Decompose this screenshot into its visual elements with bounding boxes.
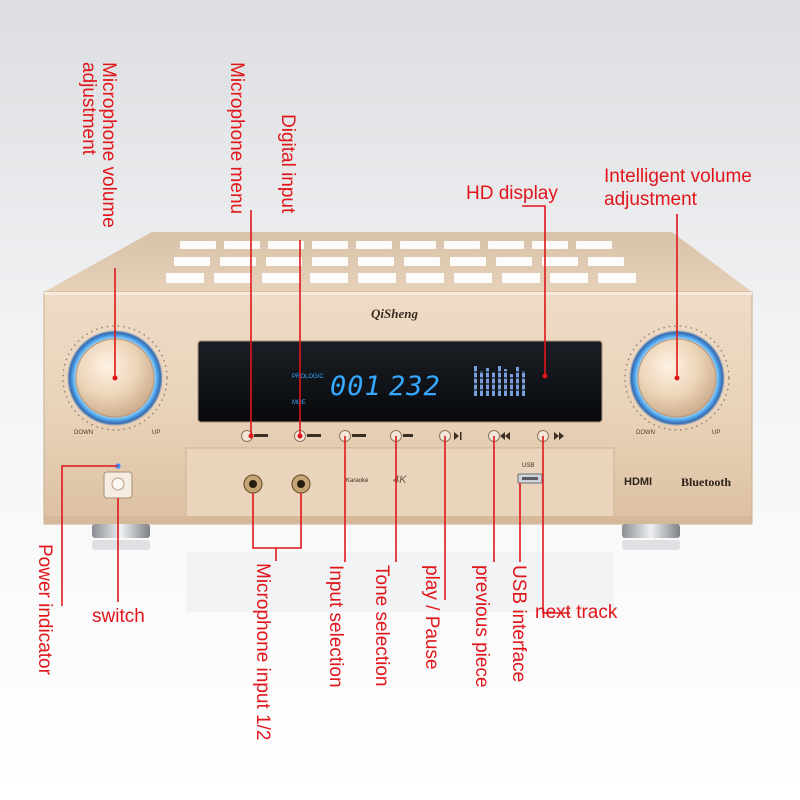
- callout-mic-input: Microphone input 1/2: [252, 563, 273, 741]
- foot-right: [622, 524, 680, 538]
- callout-line-next-track: [542, 436, 570, 614]
- callout-mic-volume: Microphone volume adjustment: [78, 62, 119, 228]
- callout-next-track: next track: [535, 602, 618, 623]
- callout-line-power-indicator: [61, 465, 118, 606]
- callout-play-pause: play / Pause: [421, 565, 442, 670]
- foot-left: [92, 524, 150, 538]
- callout-line-mic-input: [252, 493, 302, 549]
- vfd-time: 232: [389, 371, 441, 402]
- callout-input-selection: Input selection: [325, 565, 346, 688]
- callout-switch: switch: [92, 606, 145, 627]
- callout-hd-display: HD display: [466, 183, 558, 204]
- callout-tone-selection: Tone selection: [371, 565, 392, 687]
- callout-line-hd-display: [522, 205, 546, 376]
- callout-usb-interface: USB interface: [508, 565, 529, 683]
- vfd-display: [197, 340, 603, 423]
- vfd-prologic: PROLOGIC: [292, 374, 324, 380]
- right-knob-up-label: UP: [712, 430, 721, 436]
- right-knob-down-label: DOWN: [636, 430, 655, 436]
- callout-mic-menu: Microphone menu: [226, 62, 247, 215]
- callout-intelligent-volume-1: Intelligent volume: [604, 166, 752, 187]
- callout-power-indicator: Power indicator: [34, 544, 55, 675]
- vent-slots: [166, 241, 636, 283]
- callout-intelligent-volume-2: adjustment: [604, 189, 697, 210]
- left-knob-up-label: UP: [152, 430, 161, 436]
- hdmi-logo: HDMI: [624, 476, 653, 488]
- karaoke-logo: Karaoke: [346, 478, 369, 484]
- brand-logo: QiSheng: [371, 306, 418, 321]
- bluetooth-logo: Bluetooth: [681, 475, 732, 489]
- callout-previous-piece: previous piece: [471, 565, 492, 688]
- usb-label: USB: [522, 463, 535, 469]
- vfd-mode: MOE: [292, 400, 306, 406]
- callout-digital-input: Digital input: [277, 114, 298, 214]
- vfd-track: 001: [330, 371, 382, 402]
- left-knob-down-label: DOWN: [74, 430, 93, 436]
- mic-jacks: [243, 474, 311, 494]
